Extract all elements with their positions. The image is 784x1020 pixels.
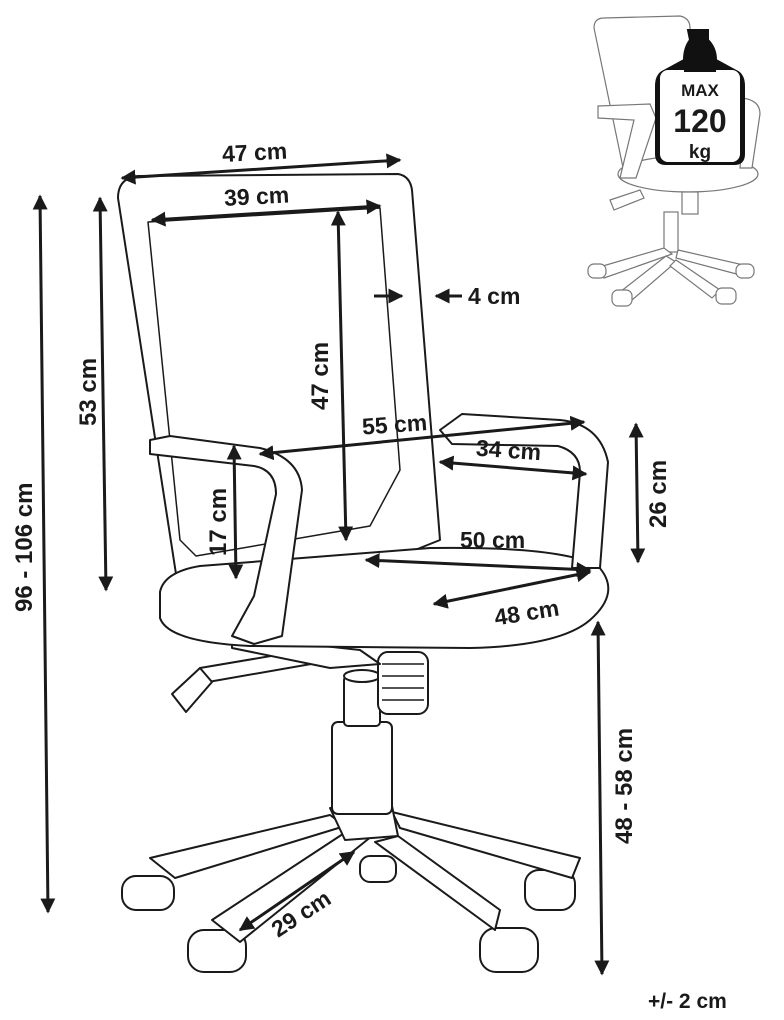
- label-backrest-height: 47 cm: [307, 342, 334, 410]
- dim-line-39-width: [150, 199, 382, 227]
- caster-wheels: [121, 855, 576, 973]
- label-armrest-height-from-seat: 17 cm: [205, 488, 232, 556]
- label-back-height: 53 cm: [75, 358, 102, 426]
- tolerance-note: +/- 2 cm: [648, 990, 727, 1013]
- label-backrest-inner-width: 39 cm: [223, 181, 289, 210]
- dim-line-53-height: [92, 196, 114, 592]
- label-overall-width: 47 cm: [221, 138, 287, 167]
- dim-line-47-width: [120, 153, 402, 185]
- max-load-inset: MAX 120 kg: [587, 15, 761, 307]
- max-load-unit: kg: [689, 142, 711, 163]
- dim-line-17-height: [226, 444, 244, 580]
- max-load-value: 120: [673, 103, 726, 139]
- label-armrest-span: 55 cm: [361, 409, 428, 439]
- dim-line-48-58-height: [590, 620, 610, 976]
- label-total-height: 96 - 106 cm: [11, 483, 38, 612]
- label-backrest-thickness: 4 cm: [468, 283, 520, 309]
- gas-cylinder: [331, 669, 393, 815]
- label-armrest-height: 26 cm: [645, 460, 672, 528]
- weight-icon: [655, 29, 745, 165]
- dim-line-96-106-height: [32, 194, 56, 914]
- dim-line-29-leg: [238, 850, 356, 932]
- dim-line-48-depth: [432, 567, 592, 609]
- dim-line-47-height: [330, 210, 354, 542]
- chair-illustration: [117, 173, 610, 973]
- label-armrest-length: 34 cm: [475, 435, 542, 465]
- dim-line-55-span: [258, 415, 586, 461]
- max-load-label: MAX: [681, 81, 719, 100]
- dimension-lines: [32, 153, 646, 976]
- dim-line-34-length: [438, 455, 588, 481]
- label-seat-width: 50 cm: [460, 527, 525, 553]
- dim-line-26-height: [628, 422, 646, 564]
- label-seat-height: 48 - 58 cm: [611, 728, 638, 844]
- tilt-knob: [377, 651, 429, 715]
